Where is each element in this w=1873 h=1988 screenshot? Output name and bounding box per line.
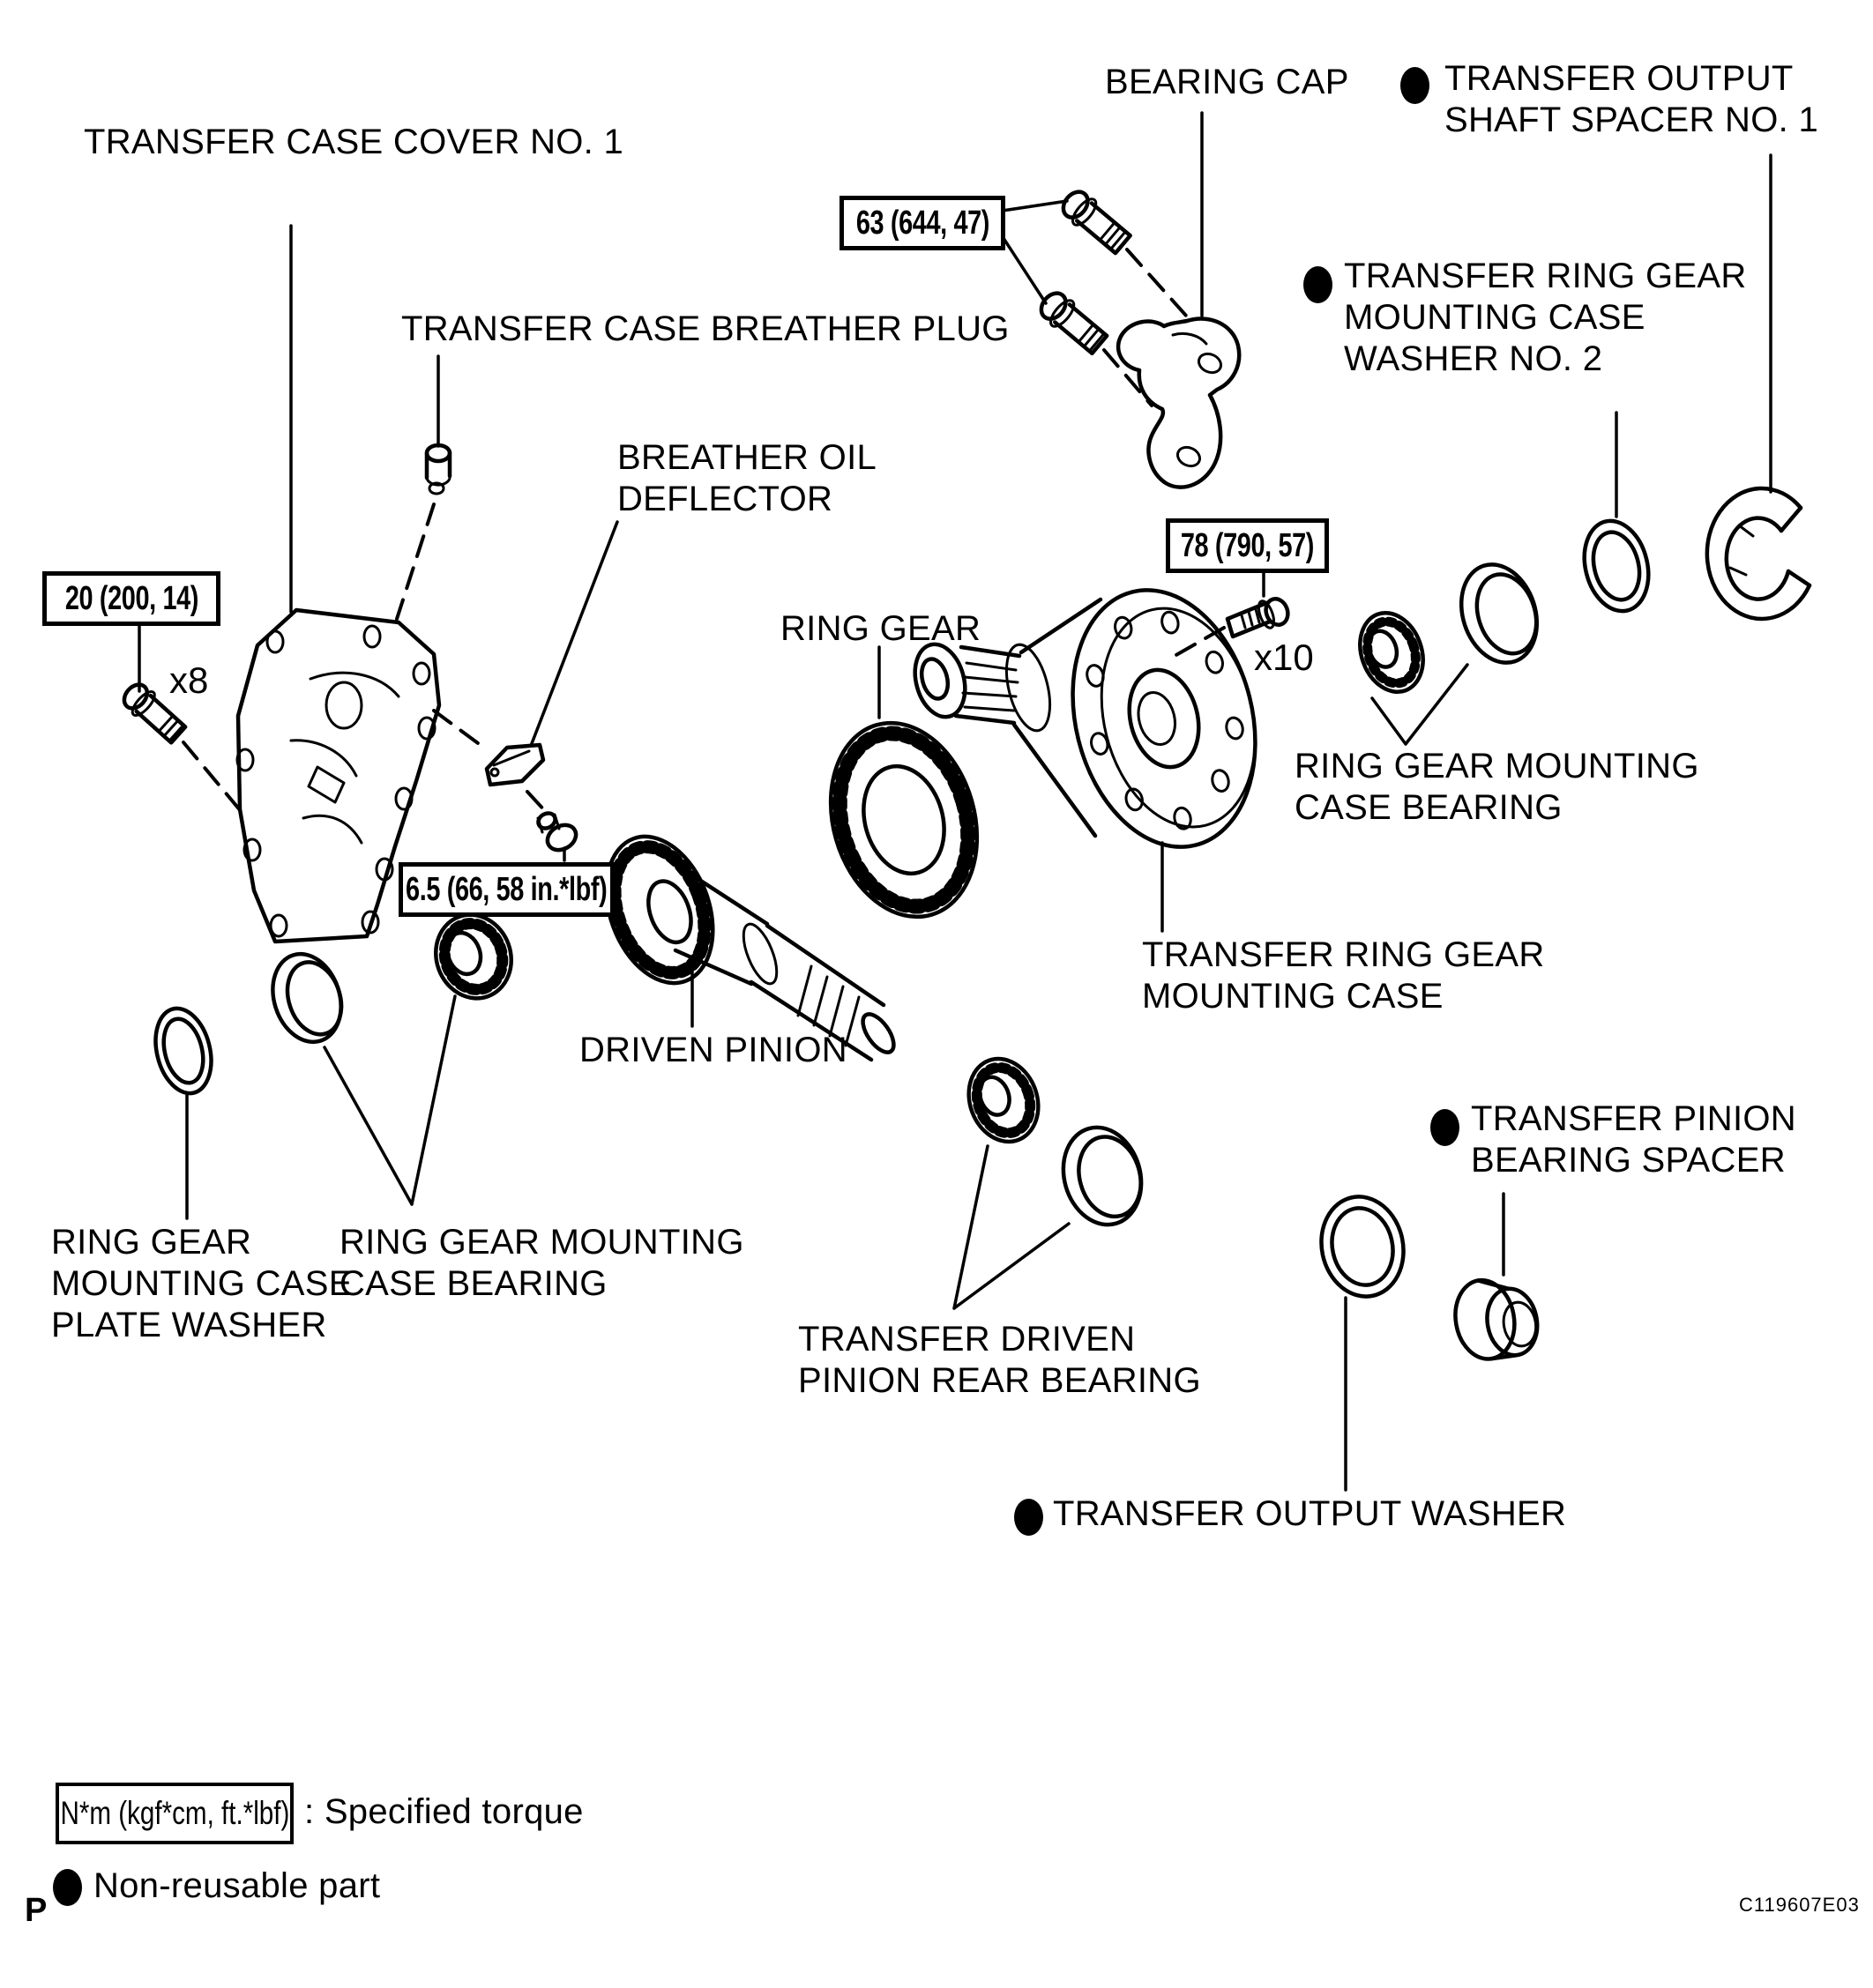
label-ring-gear: RING GEAR	[780, 609, 981, 648]
label-bearing-cap: BEARING CAP	[1105, 63, 1349, 101]
non-reusable-bullet	[1303, 266, 1332, 303]
legend-non-reusable: Non-reusable part	[93, 1866, 381, 1905]
breather-oil-deflector-drawing	[484, 742, 546, 787]
assembly-dashed-lines	[182, 248, 1226, 818]
page-marker: P	[25, 1892, 48, 1929]
legend-torque-units-box: N*m (kgf*cm, ft.*lbf)	[56, 1783, 294, 1844]
mc-bearing-tapered-right-drawing	[1358, 610, 1425, 695]
label-transfer-case-cover: TRANSFER CASE COVER NO. 1	[84, 123, 624, 161]
label-breather-plug: TRANSFER CASE BREATHER PLUG	[401, 309, 1010, 348]
driven-pinion-drawing	[604, 834, 896, 1062]
mounting-case-washer-drawing	[1582, 518, 1651, 614]
ring-gear-drawing	[828, 720, 980, 920]
pinion-bearing-spacer-drawing	[1453, 1277, 1540, 1361]
rear-bearing-cup-drawing	[1061, 1125, 1144, 1227]
label-driven-pinion: DRIVEN PINION	[579, 1031, 847, 1069]
transfer-case-cover-drawing	[235, 607, 442, 944]
legend-torque-caption: : Specified torque	[304, 1792, 584, 1831]
torque-box-deflector-bolt: 6.5 (66, 58 in.*lbf)	[399, 862, 615, 917]
bearing-cap-bolt-lower-icon	[1039, 291, 1109, 356]
non-reusable-bullet	[1430, 1109, 1459, 1146]
label-output-washer: TRANSFER OUTPUT WASHER	[1053, 1494, 1567, 1533]
non-reusable-bullet	[1400, 67, 1429, 104]
bearing-cap-drawing	[1116, 316, 1242, 489]
breather-plug-drawing	[424, 443, 452, 495]
cover-bolt-icon	[122, 682, 188, 745]
torque-box-mounting-case-bolts: 78 (790, 57)	[1166, 518, 1329, 573]
mounting-case-drawing	[913, 588, 1257, 849]
non-reusable-bullet	[53, 1869, 82, 1906]
non-reusable-bullet	[1014, 1499, 1043, 1536]
leader-lines	[138, 111, 1772, 1492]
mounting-case-bolt-icon	[1225, 597, 1290, 639]
mc-bearing-cup-left-drawing	[271, 951, 344, 1045]
bearing-cap-bolt-upper-icon	[1061, 190, 1132, 256]
torque-box-bearing-cap-bolts: 63 (644, 47)	[839, 196, 1005, 250]
rear-bearing-tapered-drawing	[966, 1056, 1041, 1144]
deflector-bolt-icon	[536, 811, 578, 853]
mc-bearing-tapered-left-drawing	[434, 912, 513, 1001]
mc-bearing-cup-right-drawing	[1459, 562, 1540, 665]
quantity-mounting-case-bolts: x10	[1254, 637, 1314, 678]
plate-washer-drawing	[153, 1006, 213, 1096]
torque-box-cover-bolts: 20 (200, 14)	[42, 571, 220, 626]
figure-code: C119607E03	[1739, 1894, 1860, 1916]
output-shaft-spacer-drawing	[1705, 486, 1812, 622]
quantity-cover-bolts: x8	[169, 659, 209, 701]
output-washer-drawing	[1319, 1195, 1406, 1299]
